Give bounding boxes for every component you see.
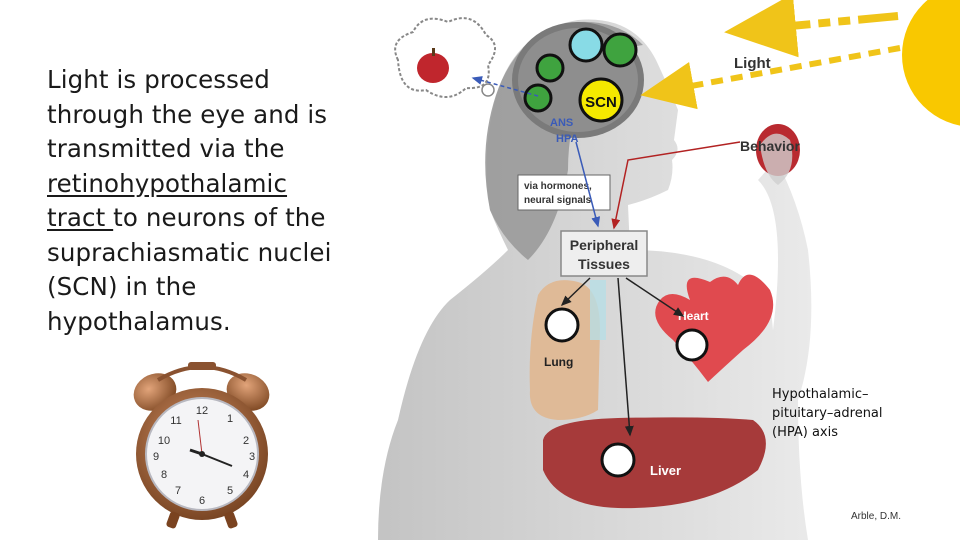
heart-label: Heart bbox=[678, 309, 709, 323]
svg-text:3: 3 bbox=[249, 451, 255, 463]
svg-text:9: 9 bbox=[153, 451, 159, 463]
liver-arrow bbox=[617, 277, 634, 437]
lung-shape bbox=[529, 280, 600, 420]
text-line: hypothalamus. bbox=[47, 306, 231, 336]
text-line-rest: to neurons of the bbox=[113, 203, 326, 232]
svg-text:8: 8 bbox=[161, 469, 167, 481]
text-line: transmitted via the bbox=[47, 134, 285, 163]
thought-cloud-icon bbox=[394, 17, 496, 98]
svg-text:1: 1 bbox=[227, 413, 233, 425]
peripheral-label-2: Tissues bbox=[578, 256, 630, 272]
svg-text:12: 12 bbox=[196, 405, 208, 417]
svg-text:4: 4 bbox=[243, 469, 249, 481]
lung-label: Lung bbox=[544, 355, 573, 369]
svg-text:6: 6 bbox=[199, 495, 205, 507]
text-line: Light is processed bbox=[47, 65, 270, 94]
signals-label-2: neural signals bbox=[524, 195, 592, 206]
behavior-arrow bbox=[611, 141, 741, 230]
liver-label: Liver bbox=[650, 463, 681, 478]
svg-text:2: 2 bbox=[243, 435, 249, 447]
behavior-label: Behavior bbox=[740, 138, 800, 154]
heart-shape bbox=[655, 274, 774, 382]
peripheral-box bbox=[560, 230, 648, 277]
credit-text: Arble, D.M. bbox=[851, 511, 902, 522]
ans-label: ANS bbox=[550, 117, 573, 129]
text-line: suprachiasmatic nuclei bbox=[47, 237, 332, 267]
text-line: (SCN) in the bbox=[47, 272, 197, 301]
signals-box bbox=[517, 174, 611, 211]
hpa-arrow bbox=[575, 141, 601, 228]
light-ray bbox=[724, 0, 899, 58]
scn-label: SCN bbox=[585, 94, 617, 111]
hand-shape bbox=[760, 133, 793, 185]
body-text: Light is processed through the eye and i… bbox=[47, 63, 367, 339]
lung-arrow bbox=[560, 277, 591, 307]
light-ray bbox=[640, 45, 901, 110]
circadian-diagram: SCN ANS HPA Light Behavior via hormones,… bbox=[378, 0, 960, 540]
svg-text:10: 10 bbox=[158, 435, 170, 447]
body-silhouette bbox=[378, 19, 812, 540]
signals-label-1: via hormones, bbox=[524, 181, 592, 192]
brain-clocks bbox=[523, 27, 638, 123]
svg-text:5: 5 bbox=[227, 485, 233, 497]
text-line-link: retinohypothalamic bbox=[47, 168, 288, 198]
light-label: Light bbox=[734, 55, 771, 72]
text-line: through the eye and is bbox=[47, 99, 328, 129]
hpa-axis-note: Hypothalamic–pituitary–adrenal (HPA) axi… bbox=[772, 387, 883, 440]
recall-arrow bbox=[471, 76, 539, 97]
svg-text:7: 7 bbox=[175, 485, 181, 497]
svg-text:11: 11 bbox=[170, 415, 181, 427]
liver-shape bbox=[543, 417, 766, 509]
heart-arrow bbox=[625, 277, 685, 317]
hpa-label: HPA bbox=[556, 133, 578, 145]
text-line: tract to neurons of the bbox=[47, 201, 367, 236]
peripheral-label-1: Peripheral bbox=[570, 237, 638, 253]
text-link-tail: tract bbox=[47, 203, 114, 232]
sun-icon bbox=[902, 0, 960, 126]
